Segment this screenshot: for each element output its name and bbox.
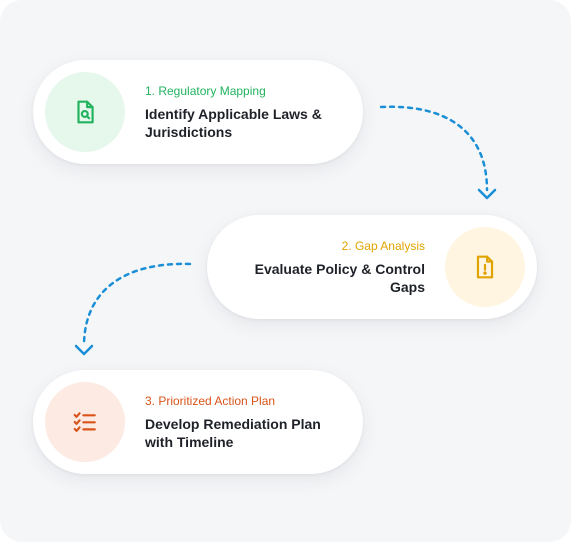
step-1-title: Identify Applicable Laws & Jurisdictions	[145, 105, 345, 141]
step-card-1: 1. Regulatory Mapping Identify Applicabl…	[33, 60, 363, 164]
step-2-title-line-2: Gaps	[389, 278, 425, 295]
connector-2-to-3	[82, 262, 192, 348]
step-card-3: 3. Prioritized Action Plan Develop Remed…	[33, 370, 363, 474]
step-2-text: 2. Gap Analysis Evaluate Policy & Contro…	[227, 215, 425, 319]
step-2-title-line-1: Evaluate Policy & Control	[254, 260, 425, 277]
step-card-2: 2. Gap Analysis Evaluate Policy & Contro…	[207, 215, 537, 319]
step-3-title-line-1: Develop Remediation Plan	[145, 415, 321, 432]
step-3-title: Develop Remediation Plan with Timeline	[145, 415, 345, 451]
document-search-icon	[77, 100, 94, 124]
arrowhead-1-to-2	[477, 188, 497, 200]
document-alert-icon	[476, 255, 494, 279]
arrowhead-2-to-3	[74, 344, 94, 356]
step-1-title-line-1: Identify Applicable Laws &	[145, 105, 322, 122]
step-1-text: 1. Regulatory Mapping Identify Applicabl…	[145, 60, 345, 164]
checklist-icon	[73, 412, 96, 432]
step-3-icon-circle	[45, 382, 125, 462]
step-3-title-line-2: with Timeline	[145, 433, 234, 450]
step-3-label: 3. Prioritized Action Plan	[145, 393, 276, 408]
step-1-title-line-2: Jurisdictions	[145, 123, 233, 140]
step-2-icon-circle	[445, 227, 525, 307]
step-1-icon-circle	[45, 72, 125, 152]
step-3-text: 3. Prioritized Action Plan Develop Remed…	[145, 370, 345, 474]
step-2-label: 2. Gap Analysis	[341, 238, 425, 253]
connector-1-to-2	[379, 105, 489, 192]
step-1-label: 1. Regulatory Mapping	[145, 83, 266, 98]
step-2-title: Evaluate Policy & Control Gaps	[227, 260, 425, 296]
